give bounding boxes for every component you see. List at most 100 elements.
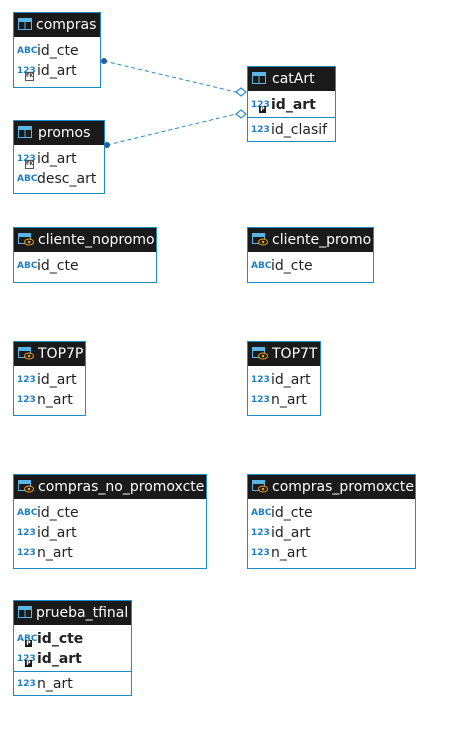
text-type-icon: ABC [17, 261, 38, 271]
entity-header[interactable]: compras_no_promoxcte [14, 475, 206, 499]
text-type-icon: ABC [251, 261, 272, 271]
column-name: n_art [37, 392, 73, 408]
numeric-type-icon: 123 [17, 375, 36, 385]
entity-title: catArt [272, 71, 315, 87]
relation-compras-catart [103, 60, 237, 93]
column-name: id_cte [37, 505, 79, 521]
entity-title: TOP7T [272, 346, 318, 362]
numeric-type-icon: 123 [17, 548, 36, 558]
numeric-type-icon: 123 [251, 125, 270, 135]
view-icon [18, 480, 34, 494]
entity-header[interactable]: catArt [248, 67, 335, 91]
entity-title: prueba_tfinal [36, 605, 129, 621]
entity-header[interactable]: cliente_nopromo [14, 228, 156, 252]
entity-title: compras [36, 17, 97, 33]
entity-header[interactable]: compras [14, 13, 100, 37]
column-name: id_art [37, 651, 82, 667]
column-name: id_art [37, 63, 77, 79]
entity-header[interactable]: TOP7T [248, 342, 320, 366]
column-name: desc_art [37, 171, 97, 187]
text-type-icon: ABC [17, 46, 38, 56]
entity-header[interactable]: TOP7P [14, 342, 85, 366]
entity-header[interactable]: cliente_promo [248, 228, 373, 252]
numeric-type-icon: 123 [17, 679, 36, 689]
entity-title: cliente_promo [272, 232, 372, 248]
column-name: id_cte [37, 43, 79, 59]
column-name: n_art [37, 545, 73, 561]
entity-title: TOP7P [38, 346, 84, 362]
entity-title: compras_promoxcte [272, 479, 414, 495]
column-name: id_art [37, 151, 77, 167]
view-icon [252, 347, 268, 361]
table-icon [18, 606, 32, 620]
entity-header[interactable]: promos [14, 121, 104, 145]
text-type-icon: ABC [17, 174, 38, 184]
table-icon [18, 126, 34, 140]
pk-end-diamond-promos [235, 109, 247, 119]
text-type-icon: ABC [251, 508, 272, 518]
entity-title: cliente_nopromo [38, 232, 155, 248]
numeric-type-icon: 123 [251, 548, 270, 558]
entity-title: compras_no_promoxcte [38, 479, 205, 495]
table-icon [18, 18, 32, 32]
column-name: id_art [271, 525, 311, 541]
view-icon [252, 233, 268, 247]
view-icon [252, 480, 268, 494]
column-name: id_cte [271, 505, 313, 521]
pk-end-diamond-compras [235, 87, 247, 97]
column-name: n_art [271, 392, 307, 408]
fk-end-dot-promos [104, 142, 110, 148]
entity-header[interactable]: compras_promoxcte [248, 475, 415, 499]
view-icon [18, 347, 34, 361]
numeric-type-icon: 123 [251, 528, 270, 538]
column-name: id_cte [37, 258, 79, 274]
view-icon [18, 233, 34, 247]
numeric-type-icon: 123 [251, 395, 270, 405]
text-type-icon: ABC [17, 508, 38, 518]
numeric-type-icon: 123 [251, 375, 270, 385]
column-name: id_art [37, 525, 77, 541]
entity-header[interactable]: prueba_tfinal [14, 601, 131, 625]
entity-title: promos [38, 125, 91, 141]
column-name: id_art [271, 97, 316, 113]
column-name: id_art [271, 372, 311, 388]
column-name: n_art [271, 545, 307, 561]
